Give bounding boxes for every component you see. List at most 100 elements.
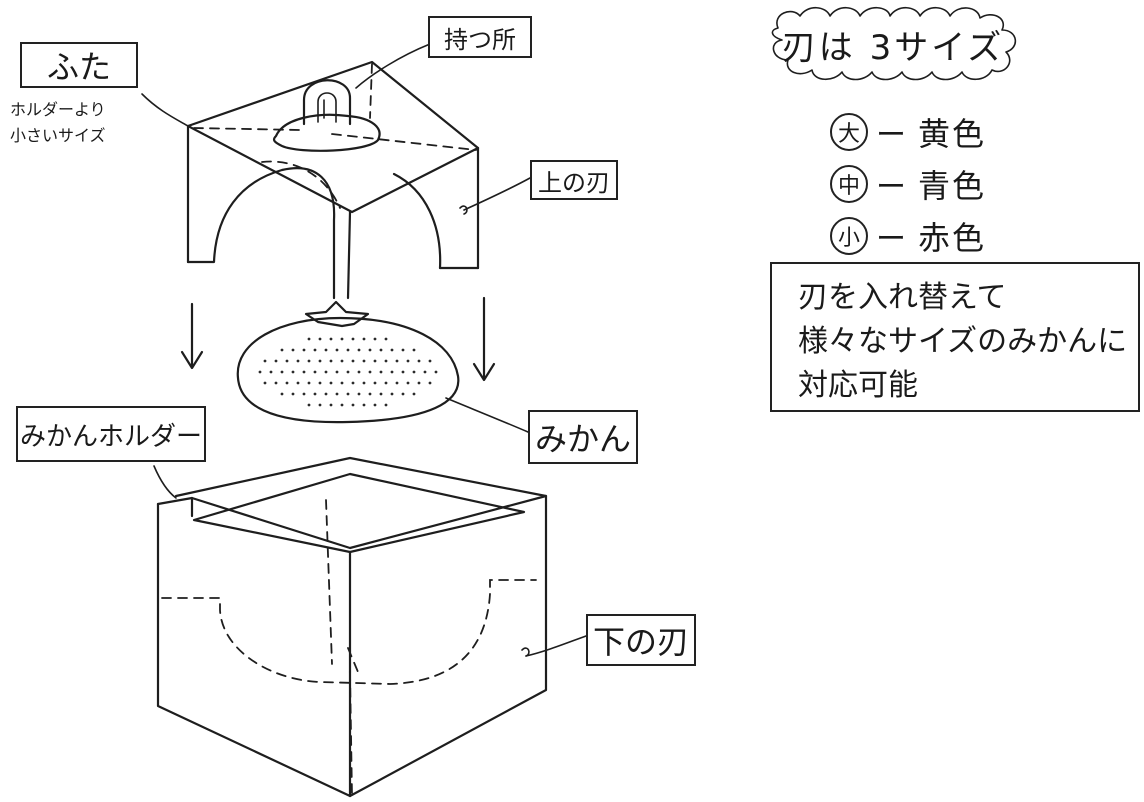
leader-lines (141, 43, 587, 657)
peel-dot (335, 348, 339, 352)
size-color: 青色 (918, 167, 987, 205)
peel-dot (318, 381, 322, 385)
lower-blade-label-text: 下の刃 (592, 623, 689, 661)
lower-blade-label: 下の刃 (586, 614, 696, 666)
peel-dot (263, 359, 267, 363)
peel-dot (313, 348, 317, 352)
peel-dot (357, 370, 361, 374)
peel-dot (274, 381, 278, 385)
peel-dot (307, 403, 311, 407)
peel-dot (280, 370, 284, 374)
size-circle: 大 (830, 113, 868, 151)
peel-dot (318, 403, 322, 407)
mikan-label-text: みかん (534, 420, 631, 458)
peel-dot (346, 370, 350, 374)
upper-blade-label: 上の刃 (530, 160, 618, 200)
peel-dot (291, 392, 295, 396)
peel-dot (280, 348, 284, 352)
peel-dot (296, 359, 300, 363)
peel-dot (335, 370, 339, 374)
peel-dot (390, 392, 394, 396)
peel-dot (329, 403, 333, 407)
blade-sizes-title: 刃は 3サイズ (781, 27, 1005, 68)
peel-dot (351, 403, 355, 407)
mikan-holder-label-text: みかんホルダー (19, 421, 202, 452)
size-dash: ー (876, 222, 906, 257)
peel-dot (291, 348, 295, 352)
peel-dot (384, 359, 388, 363)
holder-drawing (156, 456, 548, 798)
handle-label: 持つ所 (428, 16, 532, 58)
peel-dot (280, 392, 284, 396)
peel-dot (285, 381, 289, 385)
peel-dot (362, 337, 366, 341)
peel-dot (362, 403, 366, 407)
mikan-holder-label: みかんホルダー (16, 406, 206, 462)
peel-dot (406, 381, 410, 385)
peel-dot (417, 381, 421, 385)
peel-dot (384, 337, 388, 341)
peel-dot (302, 392, 306, 396)
feature-note-line2: 様々なサイズのみかんに (798, 324, 1128, 359)
peel-dot (318, 359, 322, 363)
blade-size-small: 小 ー 赤色 (830, 214, 986, 258)
peel-dot (258, 370, 262, 374)
peel-dot (263, 381, 267, 385)
peel-dot (313, 370, 317, 374)
peel-dot (428, 359, 432, 363)
peel-dot (313, 392, 317, 396)
peel-dot (346, 392, 350, 396)
peel-dot (401, 392, 405, 396)
peel-dot (412, 370, 416, 374)
peel-dot (434, 370, 438, 374)
feature-note-line1: 刃を入れ替えて (798, 280, 1007, 315)
peel-dot (390, 370, 394, 374)
peel-dot (395, 359, 399, 363)
size-circle: 小 (830, 217, 868, 255)
peel-dot (423, 370, 427, 374)
peel-dot (346, 348, 350, 352)
peel-dot (390, 348, 394, 352)
peel-dot (329, 337, 333, 341)
peel-dot (324, 348, 328, 352)
peel-dot (296, 381, 300, 385)
peel-dot (368, 370, 372, 374)
handle-label-text: 持つ所 (444, 25, 516, 54)
peel-dot (307, 337, 311, 341)
lid-note-line2: 小さいサイズ (10, 126, 106, 145)
peel-dot (406, 359, 410, 363)
peel-dot (401, 348, 405, 352)
lid-label: ふた (20, 42, 138, 88)
cloud-bubble (771, 6, 1017, 81)
size-dash: ー (876, 170, 906, 205)
peel-dot (324, 392, 328, 396)
peel-dot (362, 381, 366, 385)
peel-dot (384, 381, 388, 385)
peel-dot (340, 359, 344, 363)
lid-label-text: ふた (46, 48, 111, 86)
blade-size-large: 大 ー 黄色 (830, 110, 986, 154)
peel-dot (368, 348, 372, 352)
peel-dot (428, 381, 432, 385)
mikan-label: みかん (528, 410, 638, 464)
peel-dot (401, 370, 405, 374)
blade-size-medium: 中 ー 青色 (830, 162, 986, 206)
peel-dot (417, 359, 421, 363)
peel-dot (384, 403, 388, 407)
peel-dot (373, 381, 377, 385)
peel-dot (351, 381, 355, 385)
peel-dot (379, 392, 383, 396)
size-color: 赤色 (918, 219, 987, 257)
peel-dot (340, 403, 344, 407)
peel-dot (412, 348, 416, 352)
peel-dot (329, 381, 333, 385)
size-circle: 中 (830, 165, 868, 203)
peel-dot (340, 337, 344, 341)
upper-blade-label-text: 上の刃 (538, 168, 610, 197)
peel-dot (307, 359, 311, 363)
peel-dot (302, 348, 306, 352)
peel-dot (362, 359, 366, 363)
peel-dot (329, 359, 333, 363)
lid-note-line1: ホルダーより (10, 100, 106, 119)
